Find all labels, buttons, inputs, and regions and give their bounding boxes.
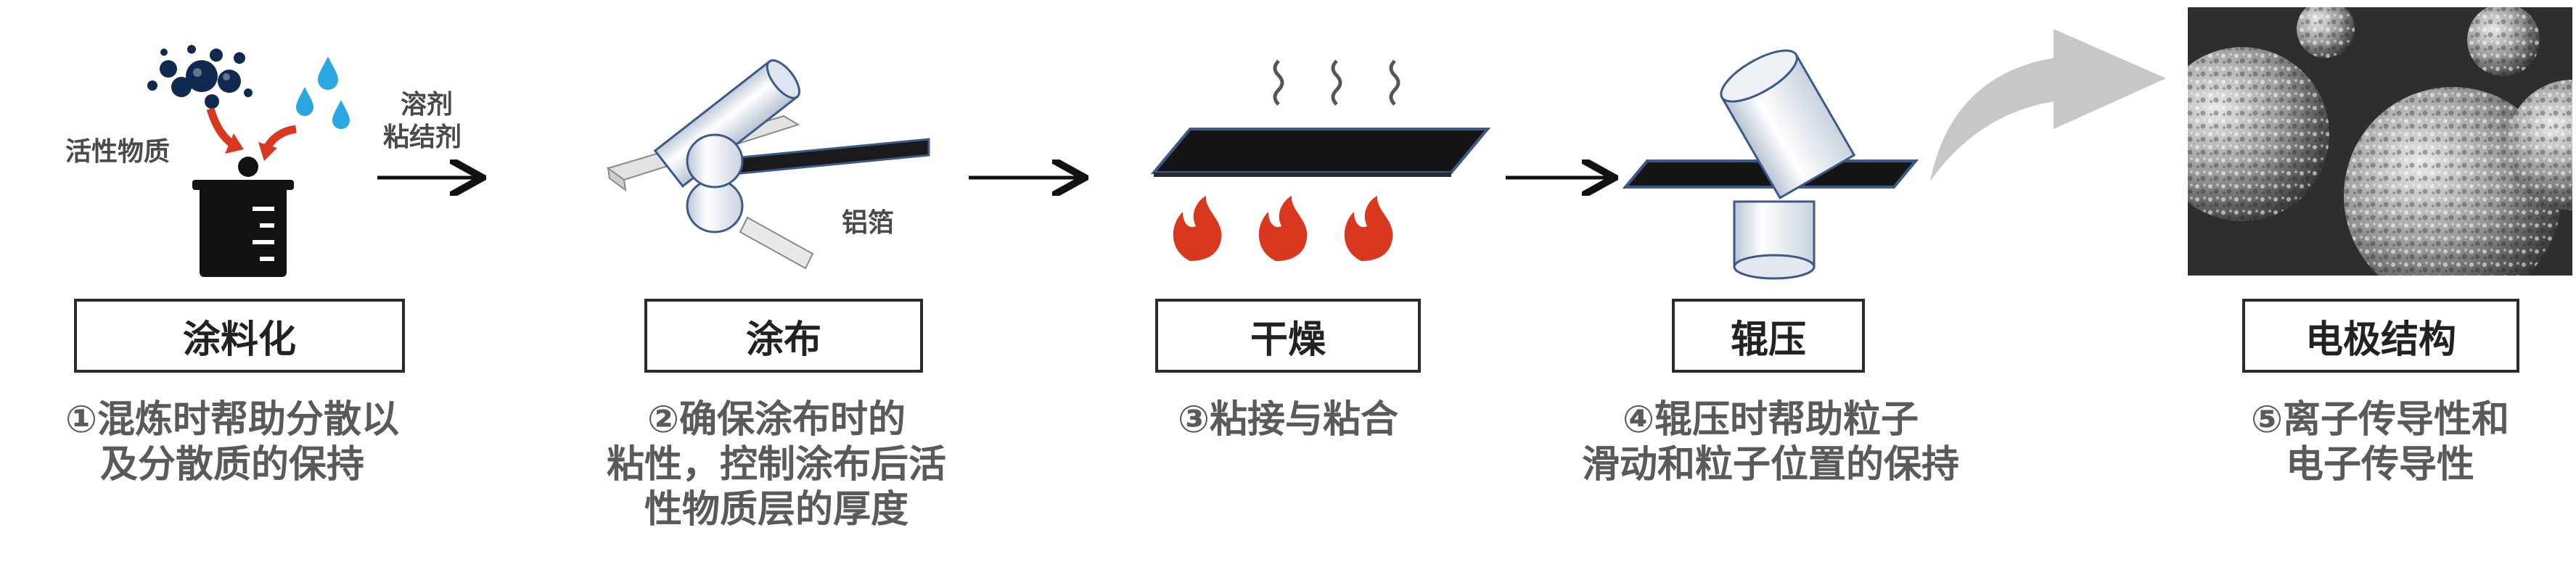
stage-title: 干燥	[1250, 318, 1326, 362]
stage-title: 电极结构	[2305, 318, 2456, 362]
active-material-label: 活性物质	[65, 137, 171, 167]
stage-title: 涂料化	[182, 318, 296, 362]
big-curved-arrow	[1930, 29, 2166, 181]
stage-description-structure: ⑤离子传导性和 电子传导性	[2250, 398, 2510, 487]
red-arrow-icon	[206, 107, 297, 161]
sem-micrograph	[2188, 7, 2572, 276]
stage-description-mixing: ①混炼时帮助分散以 及分散质的保持	[65, 398, 400, 487]
binder-label: 粘结剂	[383, 123, 462, 152]
stage-box-coating: 涂布	[644, 299, 923, 373]
stage-box-mixing: 涂料化	[74, 299, 405, 373]
stage-description-drying: ③粘接与粘合	[1177, 398, 1399, 442]
stage-description-pressing: ④辊压时帮助粒子 滑动和粒子位置的保持	[1581, 398, 1959, 487]
stage-box-drying: 干燥	[1155, 299, 1421, 373]
stage-title: 涂布	[745, 318, 821, 362]
beaker-icon	[192, 180, 294, 277]
solvent-label: 溶剂	[401, 90, 454, 120]
roller-press-icon	[1622, 49, 1919, 280]
heat-flame-icon	[1173, 196, 1393, 261]
stage-description-coating: ②确保涂布时的 粘性，控制涂布后活 性物质层的厚度	[606, 398, 946, 531]
water-drop-icon	[296, 57, 350, 129]
foil-label: 铝箔	[842, 208, 895, 238]
particle-icon	[147, 45, 253, 109]
stage-box-pressing: 辊压	[1672, 299, 1865, 373]
falling-particle-icon	[238, 157, 258, 177]
stage-title: 辊压	[1730, 318, 1806, 362]
stage-box-structure: 电极结构	[2242, 299, 2519, 373]
steam-icon	[1273, 59, 1400, 106]
dried-electrode-sheet	[1150, 128, 1491, 177]
coater-icon	[606, 59, 930, 270]
